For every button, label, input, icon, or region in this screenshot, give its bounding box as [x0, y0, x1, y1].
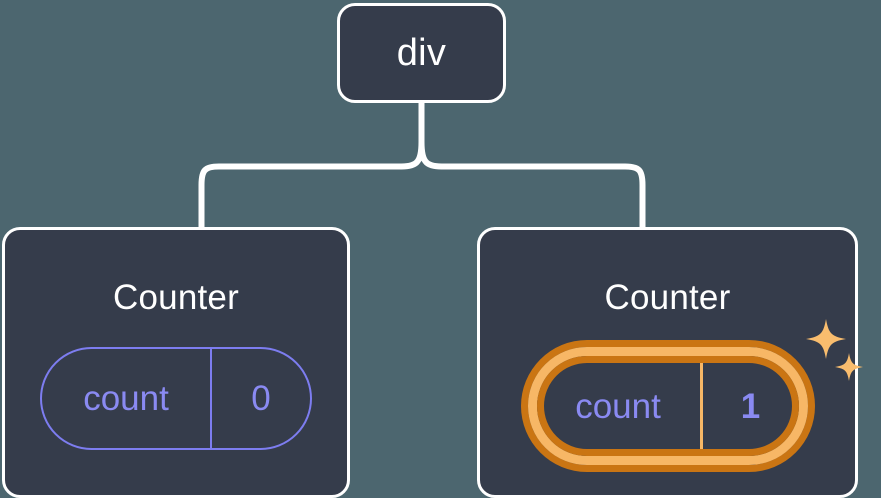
state-value-right: 1 — [740, 386, 761, 426]
connector-branch-right — [418, 141, 646, 228]
node-counter-right-label: Counter — [604, 278, 731, 317]
sparkle-small-icon — [834, 353, 863, 381]
state-value-left: 0 — [251, 379, 271, 418]
connector-branch-left — [198, 141, 425, 228]
node-counter-left[interactable]: Counter count 0 — [2, 227, 350, 498]
state-pill-left[interactable]: count 0 — [40, 347, 312, 450]
state-pill-right[interactable]: count 1 — [527, 347, 808, 465]
node-counter-right[interactable]: Counter count 1 — [477, 227, 863, 498]
state-pill-wrap-right: count 1 — [527, 319, 863, 465]
sparkle-large-icon — [805, 319, 846, 359]
sparkle-icon — [805, 319, 863, 381]
state-key-right: count — [537, 356, 703, 456]
state-key-left: count — [42, 349, 212, 448]
node-counter-left-label: Counter — [113, 278, 239, 317]
node-div-label: div — [396, 32, 447, 74]
state-pill-wrap-left: count 0 — [40, 347, 312, 450]
node-div[interactable]: div — [337, 3, 506, 103]
